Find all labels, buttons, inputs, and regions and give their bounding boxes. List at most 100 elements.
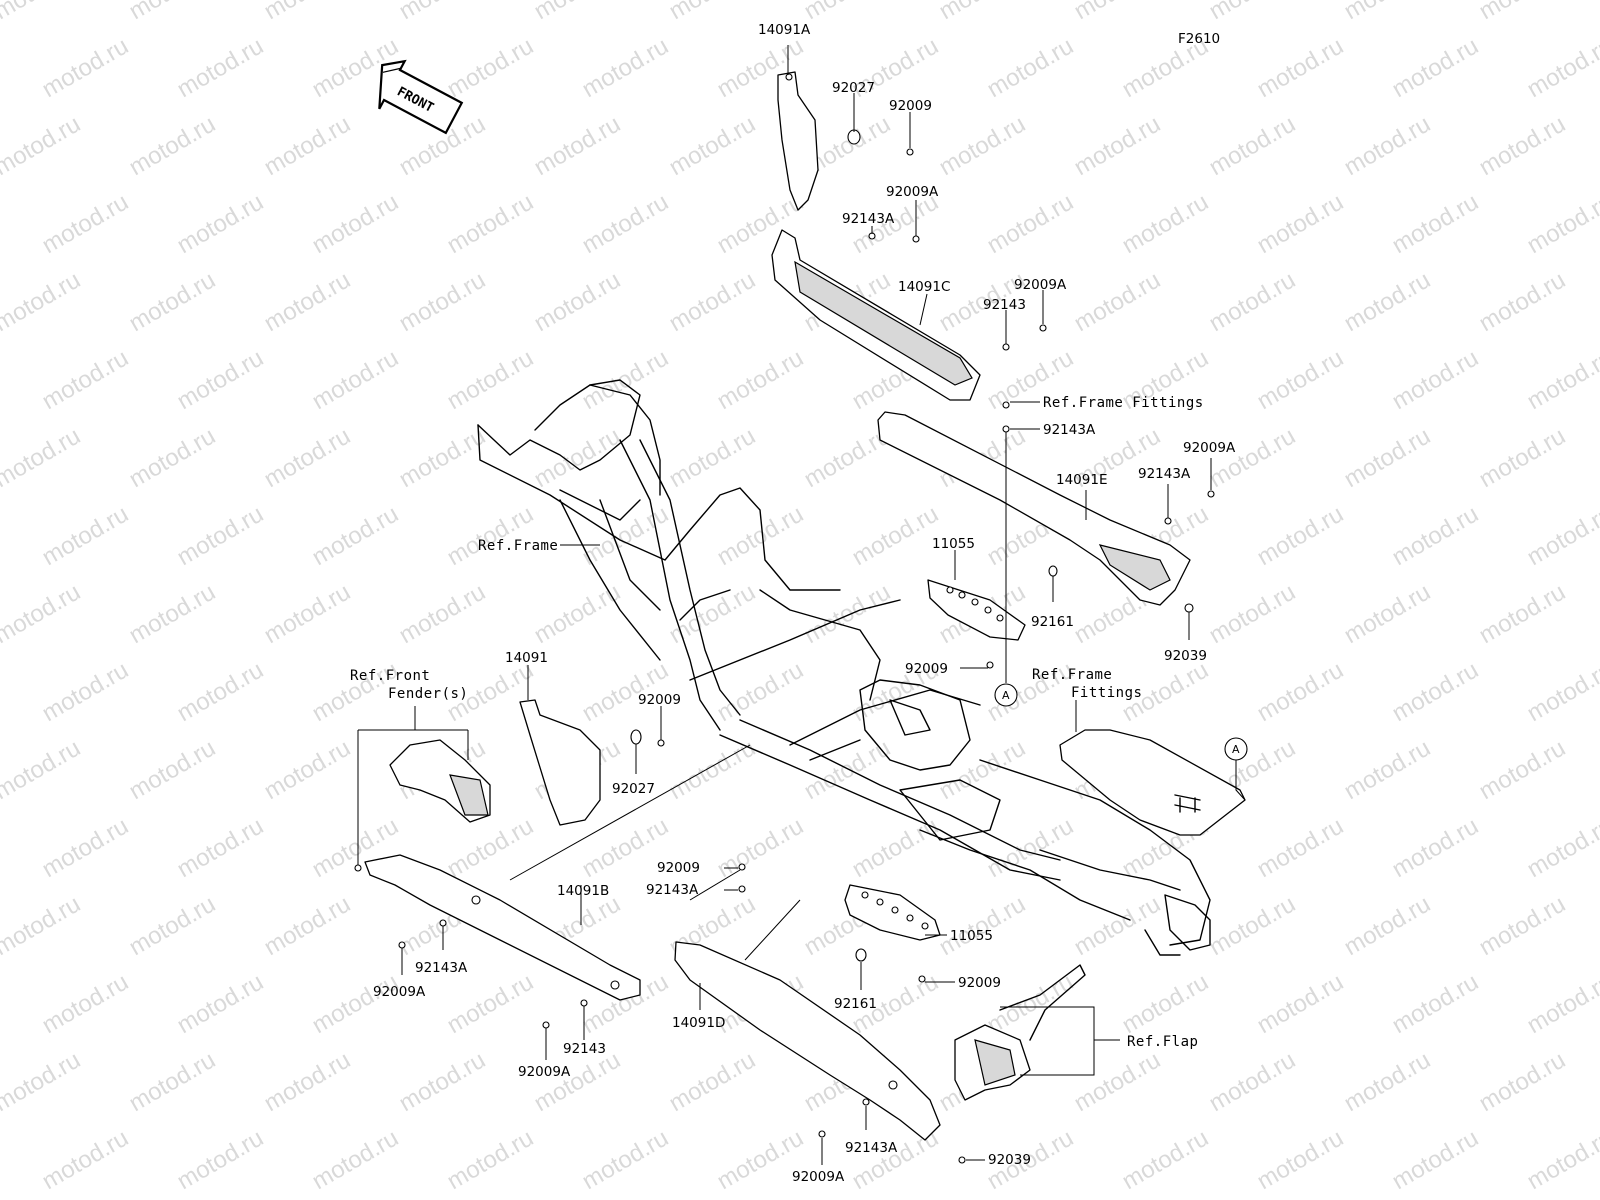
- watermark-text: motod.ru: [935, 0, 1031, 25]
- watermark-text: motod.ru: [665, 1046, 761, 1117]
- watermark-text: motod.ru: [395, 266, 491, 337]
- watermark-text: motod.ru: [308, 500, 404, 571]
- watermark-text: motod.ru: [1205, 1046, 1301, 1117]
- marker-a-1: A: [994, 683, 1018, 707]
- bolt-92143A-2: [1002, 425, 1010, 433]
- watermark-text: motod.ru: [0, 1046, 85, 1117]
- watermark-text: motod.ru: [0, 734, 85, 805]
- watermark-text: motod.ru: [578, 188, 674, 259]
- watermark-text: motod.ru: [1523, 968, 1600, 1039]
- watermark-text: motod.ru: [173, 656, 269, 727]
- label-ref-frame-fittings-1: Ref.Frame Fittings: [1043, 395, 1204, 411]
- label-14091C: 14091C: [898, 279, 950, 295]
- label-ref-frame-fittings-2b: Fittings: [1071, 685, 1142, 701]
- watermark-text: motod.ru: [173, 188, 269, 259]
- watermark-text: motod.ru: [443, 1124, 539, 1195]
- watermark-text: motod.ru: [395, 422, 491, 493]
- bolt-92009A-2: [1039, 324, 1047, 332]
- watermark-text: motod.ru: [173, 32, 269, 103]
- bolt-92143-1: [1002, 343, 1010, 351]
- cover-14091D: [674, 941, 941, 1141]
- watermark-text: motod.ru: [173, 500, 269, 571]
- watermark-text: motod.ru: [1388, 812, 1484, 883]
- bolt-92009-low: [738, 863, 746, 871]
- watermark-text: motod.ru: [800, 0, 896, 25]
- watermark-text: motod.ru: [125, 578, 221, 649]
- watermark-text: motod.ru: [1523, 500, 1600, 571]
- label-92143A-3: 92143A: [1138, 466, 1191, 482]
- bolt-92009A-3: [1207, 490, 1215, 498]
- watermark-text: motod.ru: [1205, 110, 1301, 181]
- watermark-text: motod.ru: [578, 32, 674, 103]
- bolt-92143A-6: [862, 1098, 870, 1106]
- watermark-text: motod.ru: [443, 32, 539, 103]
- label-92143-1: 92143: [983, 297, 1026, 313]
- label-14091E: 14091E: [1056, 472, 1107, 488]
- watermark-text: motod.ru: [530, 422, 626, 493]
- watermark-text: motod.ru: [1388, 32, 1484, 103]
- cover-14091E: [877, 411, 1191, 606]
- watermark-text: motod.ru: [1205, 266, 1301, 337]
- watermark-text: motod.ru: [443, 500, 539, 571]
- watermark-text: motod.ru: [1388, 188, 1484, 259]
- watermark-text: motod.ru: [173, 1124, 269, 1195]
- watermark-text: motod.ru: [38, 32, 134, 103]
- watermark-text: motod.ru: [260, 578, 356, 649]
- watermark-text: motod.ru: [1523, 1124, 1600, 1195]
- label-92009-mid: 92009: [905, 661, 948, 677]
- label-92009-top: 92009: [889, 98, 932, 114]
- label-92143-2: 92143: [563, 1041, 606, 1057]
- diagram-code: F2610: [1178, 31, 1220, 47]
- grommet-92161-2: [855, 948, 867, 962]
- watermark-text: motod.ru: [1205, 578, 1301, 649]
- bolt-92143A-4: [738, 885, 746, 893]
- bolt-92009A-4: [398, 941, 406, 949]
- watermark-text: motod.ru: [665, 266, 761, 337]
- washer-92027-top: [847, 129, 861, 145]
- label-ref-front-fender-1: Ref.Front: [350, 668, 430, 684]
- label-11055-2: 11055: [950, 928, 993, 944]
- label-92143A-4: 92143A: [646, 882, 699, 898]
- bracket-11055-1: [927, 579, 1026, 641]
- bolt-92009-mid: [986, 661, 994, 669]
- label-14091A: 14091A: [758, 22, 811, 38]
- label-92009A-4: 92009A: [373, 984, 426, 1000]
- watermark-text: motod.ru: [173, 344, 269, 415]
- watermark-text: motod.ru: [395, 578, 491, 649]
- watermark-text: motod.ru: [125, 734, 221, 805]
- watermark-text: motod.ru: [38, 656, 134, 727]
- label-92039-2: 92039: [988, 1152, 1031, 1168]
- watermark-text: motod.ru: [1475, 1046, 1571, 1117]
- watermark-text: motod.ru: [395, 0, 491, 25]
- ref-front-fender: [389, 739, 491, 823]
- watermark-text: motod.ru: [1253, 500, 1349, 571]
- watermark-text: motod.ru: [260, 266, 356, 337]
- label-92143A-1: 92143A: [842, 211, 895, 227]
- ref-flap: [954, 964, 1086, 1101]
- cover-14091B: [364, 854, 641, 1001]
- label-92009A-3: 92009A: [1183, 440, 1236, 456]
- watermark-text: motod.ru: [530, 0, 626, 25]
- label-92027-left: 92027: [612, 781, 655, 797]
- watermark-text: motod.ru: [713, 812, 809, 883]
- watermark-text: motod.ru: [0, 266, 85, 337]
- label-92039-1: 92039: [1164, 648, 1207, 664]
- watermark-text: motod.ru: [1253, 32, 1349, 103]
- bolt-ref-frame-fittings: [1002, 401, 1010, 409]
- watermark-text: motod.ru: [1388, 656, 1484, 727]
- watermark-text: motod.ru: [1388, 1124, 1484, 1195]
- leader-lines: [357, 45, 1212, 1165]
- svg-text:A: A: [1232, 743, 1240, 756]
- watermark-text: motod.ru: [1253, 656, 1349, 727]
- svg-text:A: A: [1002, 689, 1010, 702]
- marker-a-2: A: [1224, 737, 1248, 801]
- watermark-text: motod.ru: [848, 500, 944, 571]
- watermark-text: motod.ru: [125, 890, 221, 961]
- watermark-text: motod.ru: [260, 890, 356, 961]
- watermark-text: motod.ru: [125, 1046, 221, 1117]
- watermark-text: motod.ru: [1205, 0, 1301, 25]
- watermark-text: motod.ru: [983, 188, 1079, 259]
- watermark-text: motod.ru: [1523, 812, 1600, 883]
- bolt-92009-low2: [918, 975, 926, 983]
